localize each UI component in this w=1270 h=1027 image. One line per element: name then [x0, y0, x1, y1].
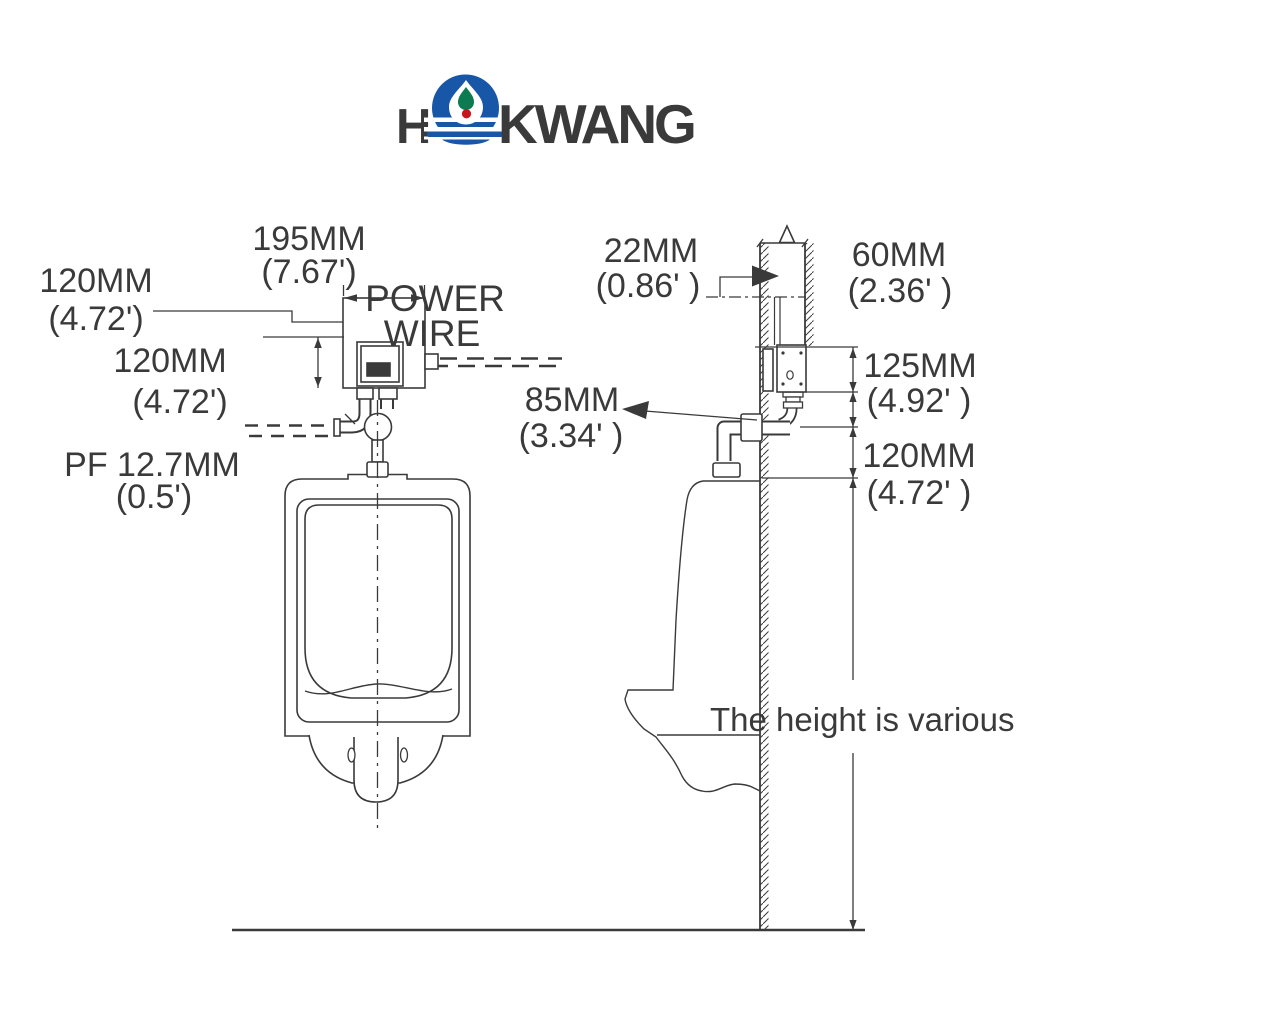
side-view-labels: 22MM (0.86' ) 60MM (2.36' ) 125MM (4.92'… [519, 232, 1015, 738]
label-width-mm: 195MM [252, 220, 365, 258]
arrow-22mm [752, 265, 779, 287]
label-wire: WIRE [384, 313, 481, 354]
label-pipe-thread-mm: PF 12.7MM [64, 446, 240, 484]
water-drop-logo-icon [424, 74, 508, 145]
front-view-drawing [153, 285, 562, 833]
arrow-85mm [622, 401, 649, 419]
side-view-piping [712, 391, 804, 478]
sensor-window [366, 362, 391, 377]
auto-flusher-front [342, 297, 439, 400]
label-hole-mm: 22MM [604, 232, 698, 270]
label-recess-imperial: (2.36' ) [848, 272, 953, 310]
pipe-union-nut [740, 413, 763, 442]
label-power: POWER [365, 278, 505, 319]
label-recess-mm: 60MM [852, 236, 946, 274]
side-view-dimensions [622, 265, 858, 930]
label-sensor-offset-mm: 120MM [113, 342, 226, 380]
label-sensor-offset-imperial: (4.72') [132, 383, 227, 421]
label-hole-imperial: (0.86' ) [596, 267, 701, 305]
urinal-front-body [284, 473, 471, 803]
urinal-side-profile [624, 480, 761, 793]
flush-valve-side [762, 344, 807, 393]
label-height-note: The height is various [710, 701, 1015, 738]
label-width-imperial: (7.67') [261, 253, 356, 291]
front-view-dimensions [153, 285, 426, 388]
label-top-offset-mm: 120MM [39, 262, 152, 300]
label-valve-height-mm: 125MM [863, 347, 976, 385]
side-view-drawing [622, 224, 858, 930]
front-view-labels: 195MM (7.67') 120MM (4.72') 120MM (4.72'… [39, 220, 505, 516]
datum-triangle-marker [778, 224, 796, 244]
logo-text-kwang: KWANG [498, 93, 694, 155]
wall-section [706, 224, 814, 930]
label-spud-offset-mm: 120MM [862, 437, 975, 475]
red-dot-icon [461, 109, 472, 119]
label-valve-height-imperial: (4.92' ) [867, 382, 972, 420]
label-top-offset-imperial: (4.72') [48, 300, 143, 338]
hokwang-logo: H KWANG [396, 74, 697, 155]
label-pipe-thread-imperial: (0.5') [116, 478, 192, 516]
urinal-spud-side [712, 462, 741, 478]
label-spud-offset-imperial: (4.72' ) [867, 474, 972, 512]
label-outlet-depth-mm: 85MM [525, 381, 619, 419]
label-outlet-depth-imperial: (3.34' ) [519, 417, 624, 455]
green-drop-icon [458, 87, 474, 110]
front-view-piping [333, 399, 394, 478]
